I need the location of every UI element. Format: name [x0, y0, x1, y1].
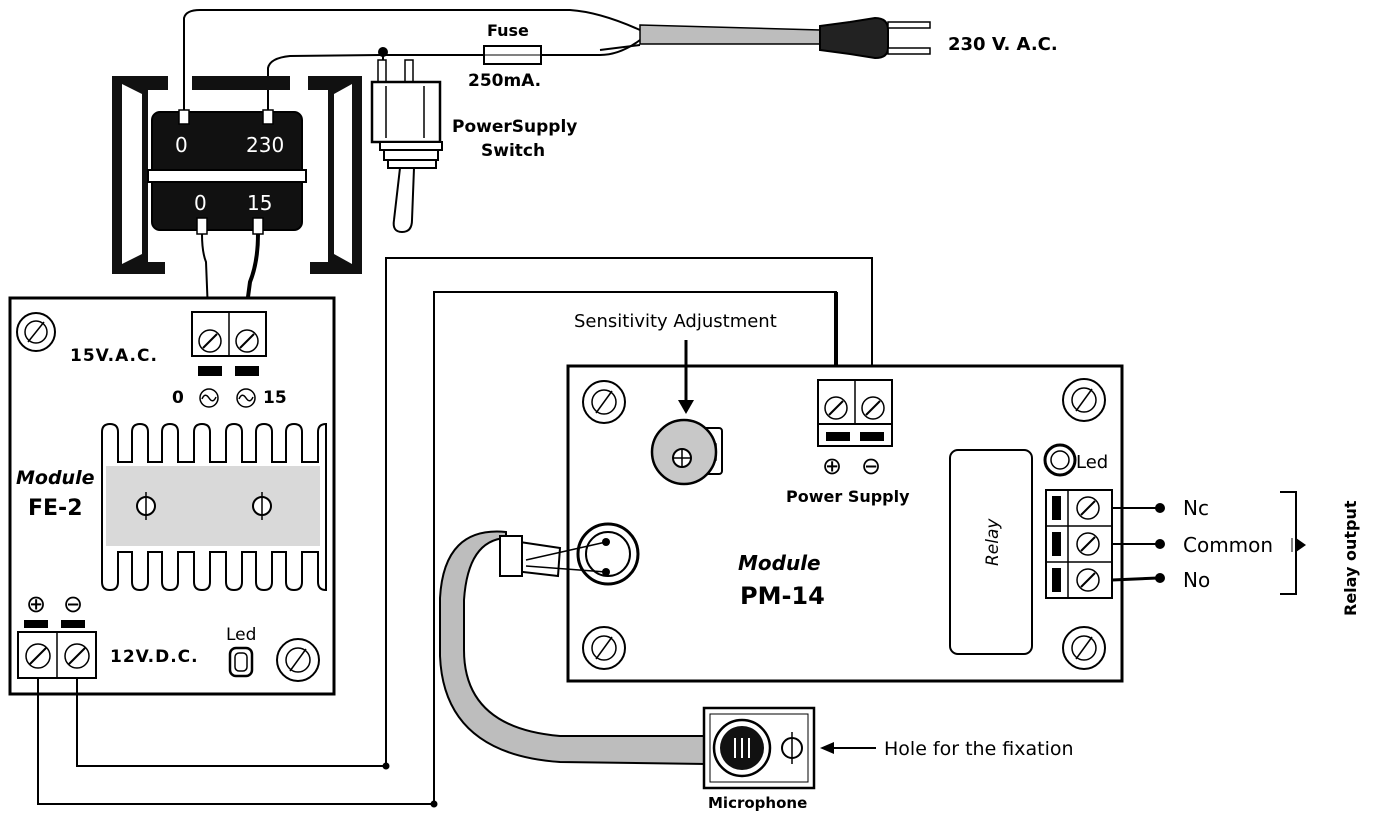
pm14-power-terminal: ⊕ ⊖	[817, 379, 893, 480]
microphone-label: Microphone	[708, 794, 807, 812]
power-switch	[370, 47, 443, 234]
transformer-primary-230: 230	[246, 133, 284, 157]
fe2-module-word: Module	[16, 467, 95, 489]
fe2-mount-hole-br	[276, 638, 320, 682]
relay-label: Relay	[983, 518, 1003, 566]
fe2-module-name: FE-2	[28, 496, 83, 521]
fe2-output-terminal: ⊕ ⊖	[17, 590, 97, 679]
switch-label-line2: Switch	[481, 141, 545, 161]
fe2-input-pin-0: 0	[172, 388, 184, 408]
minus-icon: ⊖	[861, 452, 881, 480]
relay-terminal	[1045, 489, 1113, 599]
relay-bracket	[1280, 491, 1306, 595]
ac-symbol-icon	[199, 388, 256, 408]
fe2-led-label: Led	[226, 625, 256, 645]
pm14-module-word: Module	[738, 551, 821, 575]
fe2-input-terminal	[191, 311, 267, 376]
pm14-mic-connector	[576, 522, 640, 586]
fixation-hole-label: Hole for the fixation	[884, 738, 1074, 760]
pm14-led-label: Led	[1076, 452, 1108, 473]
fuse-label: Fuse	[487, 21, 529, 40]
sensitivity-label: Sensitivity Adjustment	[574, 311, 777, 332]
pm14-module-name: PM-14	[740, 582, 825, 610]
relay-nc-label: Nc	[1183, 496, 1209, 520]
fe2-heatsink	[101, 422, 327, 592]
fe2-mount-hole-tl	[16, 312, 56, 352]
fuse	[483, 45, 542, 65]
transformer-title: Transformer	[122, 134, 140, 238]
fixation-arrow-icon	[820, 742, 876, 754]
pm14-mount-hole-bl	[582, 626, 626, 670]
mains-plug	[819, 16, 931, 60]
relay-output-label: Relay output	[1341, 500, 1360, 616]
mains-voltage-label: 230 V. A.C.	[948, 34, 1058, 55]
transformer	[112, 76, 362, 274]
plus-icon: ⊕	[822, 452, 842, 480]
relay-body	[949, 449, 1033, 655]
switch-label-line1: PowerSupply	[452, 117, 577, 137]
power-supply-label: Power Supply	[786, 487, 910, 506]
pm14-led	[1043, 443, 1077, 477]
transformer-secondary-15: 15	[247, 191, 272, 215]
relay-common-label: Common	[1183, 533, 1273, 557]
fuse-rating: 250mA.	[468, 71, 541, 91]
sensitivity-potentiometer	[650, 418, 723, 486]
fe2-input-pin-15: 15	[263, 388, 287, 408]
pm14-mount-hole-tr	[1062, 378, 1106, 422]
plus-icon: ⊕	[26, 590, 46, 618]
fe2-input-label: 15V.A.C.	[70, 346, 158, 366]
fe2-output-label: 12V.D.C.	[110, 647, 199, 667]
relay-no-label: No	[1183, 568, 1210, 592]
relay-output-wires	[1111, 503, 1165, 583]
pm14-mount-hole-tl	[582, 380, 626, 424]
minus-icon: ⊖	[63, 590, 83, 618]
transformer-primary-0: 0	[175, 133, 188, 157]
microphone-cable	[439, 530, 707, 766]
pm14-mount-hole-br	[1062, 626, 1106, 670]
microphone	[702, 706, 816, 790]
transformer-secondary-0: 0	[194, 191, 207, 215]
fe2-led	[228, 646, 254, 678]
sensitivity-arrow-icon	[678, 340, 694, 414]
